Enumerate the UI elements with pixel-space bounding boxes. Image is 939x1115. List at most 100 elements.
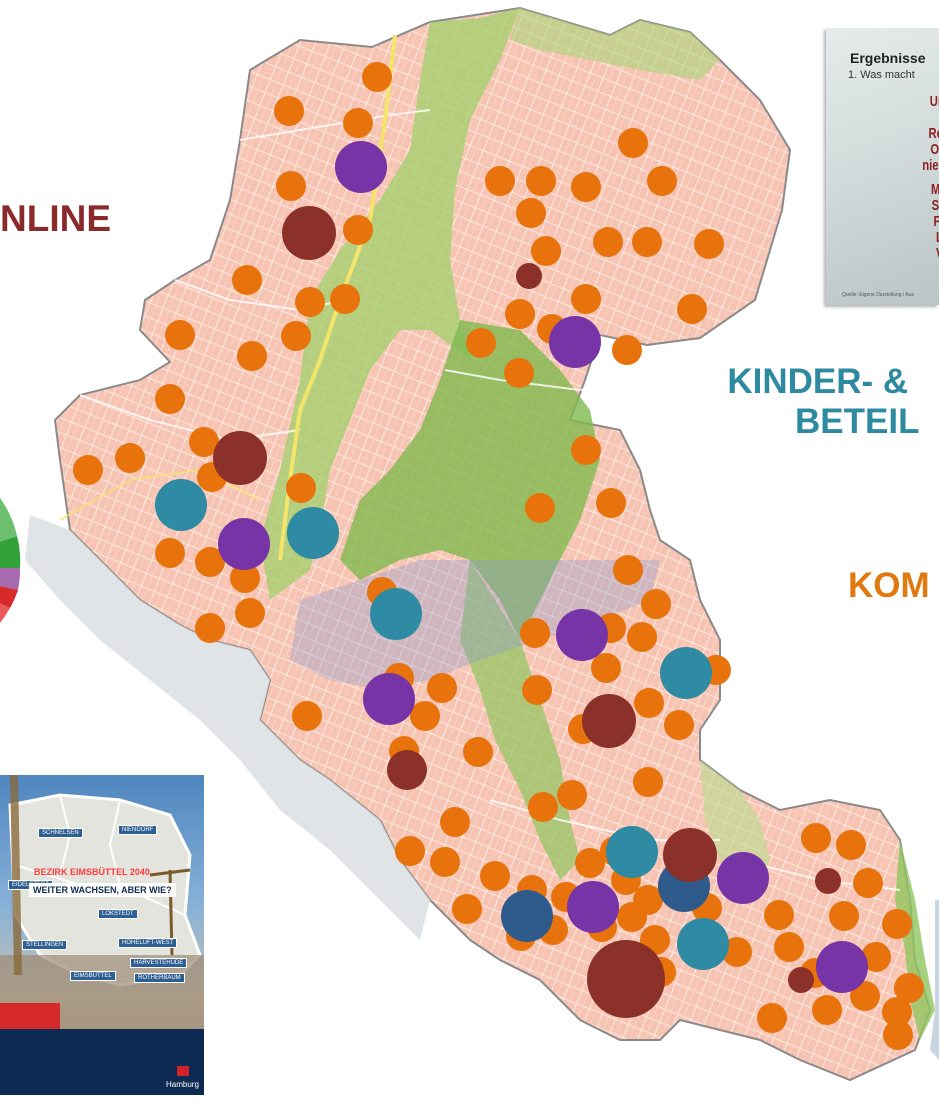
poster-term: Lokst: [861, 230, 939, 246]
participation-dot-orange: [286, 473, 316, 503]
participation-dot-orange: [882, 997, 912, 1027]
participation-dot-teal: [660, 647, 712, 699]
participation-dot-orange: [295, 287, 325, 317]
participation-dot-maroon: [282, 206, 336, 260]
participation-dot-orange: [694, 229, 724, 259]
participation-dot-orange: [801, 823, 831, 853]
participation-dot-orange: [189, 427, 219, 457]
participation-dot-orange: [343, 108, 373, 138]
participation-dot-maroon: [516, 263, 542, 289]
participation-dot-orange: [557, 780, 587, 810]
park-central: [340, 320, 600, 640]
participation-dot-orange: [774, 932, 804, 962]
participation-dot-orange: [882, 909, 912, 939]
brochure-title: BEZIRK EIMSBÜTTEL 2040: [34, 867, 150, 877]
poster-term: Ka: [861, 110, 939, 126]
participation-dot-orange: [516, 198, 546, 228]
participation-dot-orange: [571, 284, 601, 314]
participation-dot-orange: [894, 973, 924, 1003]
participation-dot-orange: [633, 767, 663, 797]
participation-dot-purple: [363, 673, 415, 725]
participation-dot-teal: [287, 507, 339, 559]
participation-dot-orange: [281, 321, 311, 351]
brochure-district-label: HOHELUFT-WEST: [118, 938, 178, 948]
poster-source: Quelle: Eigene Darstellung / Aus: [842, 292, 914, 298]
label-kinder-line1: KINDER- &: [727, 362, 909, 401]
participation-dot-orange: [647, 166, 677, 196]
large-dots-layer: [155, 141, 868, 1018]
participation-dot-orange: [627, 622, 657, 652]
poster-terms: Umwel Ka Restau Osters niedrige Mensc Sc…: [826, 94, 939, 262]
participation-dot-orange: [522, 675, 552, 705]
participation-dot-orange: [613, 555, 643, 585]
participation-dot-maroon: [663, 828, 717, 882]
participation-dot-teal: [370, 588, 422, 640]
brochure-cover: SCHNELSEN NIENDORF EIDELSTEDT LOKSTEDT S…: [0, 775, 204, 1095]
participation-dot-orange: [850, 981, 880, 1011]
poster-term: Freize: [861, 214, 939, 230]
participation-dot-orange: [612, 335, 642, 365]
poster-term: Verke: [861, 246, 939, 262]
participation-dot-orange: [757, 1003, 787, 1033]
poster-question: 1. Was macht: [848, 69, 915, 81]
participation-dot-maroon: [213, 431, 267, 485]
participation-dot-orange: [485, 166, 515, 196]
participation-dot-orange: [362, 62, 392, 92]
poster-term: niedrige: [922, 157, 939, 174]
results-poster: Ergebnisse 1. Was macht Umwel Ka Restau …: [826, 28, 939, 305]
participation-dot-orange: [722, 937, 752, 967]
brochure-district-map: [0, 775, 204, 1029]
participation-dot-orange: [853, 868, 883, 898]
participation-dot-orange: [195, 547, 225, 577]
brochure-district-label: STELLINGEN: [22, 940, 68, 950]
participation-dot-orange: [232, 265, 262, 295]
label-kom: KOM: [848, 566, 930, 605]
participation-dot-navy: [501, 890, 553, 942]
participation-dot-orange: [531, 236, 561, 266]
participation-dot-orange: [195, 613, 225, 643]
alster-water: [930, 900, 939, 1060]
park-belt: [260, 8, 520, 600]
participation-dot-orange: [274, 96, 304, 126]
main-road: [278, 34, 397, 561]
participation-dot-orange: [330, 284, 360, 314]
participation-dot-orange: [836, 830, 866, 860]
poster-term: Mensc: [861, 182, 939, 198]
participation-dot-orange: [593, 227, 623, 257]
participation-dot-orange: [632, 227, 662, 257]
participation-dot-orange: [276, 171, 306, 201]
poster-term: Schön: [931, 197, 939, 214]
participation-dot-orange: [526, 166, 556, 196]
participation-dot-purple: [816, 941, 868, 993]
poster-term: Restau: [928, 125, 939, 142]
participation-dot-orange: [115, 443, 145, 473]
participation-dot-orange: [596, 488, 626, 518]
river-area: [25, 515, 430, 940]
participation-dot-maroon: [582, 694, 636, 748]
participation-dot-orange: [812, 995, 842, 1025]
participation-dot-orange: [525, 493, 555, 523]
participation-dot-purple: [567, 881, 619, 933]
brochure-publisher: Hamburg: [166, 1080, 199, 1089]
participation-dot-orange: [764, 900, 794, 930]
brochure-district-label: LOKSTEDT: [98, 909, 138, 919]
participation-dot-orange: [505, 299, 535, 329]
participation-dot-purple: [556, 609, 608, 661]
participation-dot-purple: [335, 141, 387, 193]
label-kinder-line2: BETEIL: [795, 402, 920, 442]
secondary-road: [59, 468, 261, 521]
participation-dot-orange: [571, 435, 601, 465]
participation-dot-orange: [463, 737, 493, 767]
participation-dot-orange: [677, 294, 707, 324]
participation-dot-orange: [575, 848, 605, 878]
participation-dot-orange: [466, 328, 496, 358]
participation-dot-orange: [452, 894, 482, 924]
park-east-shore: [895, 840, 935, 1040]
poster-title: Ergebnisse: [850, 50, 926, 66]
pie-chart-fragment: [0, 498, 21, 623]
participation-dot-orange: [395, 836, 425, 866]
poster-term: Osters: [930, 141, 939, 158]
participation-dot-orange: [504, 358, 534, 388]
orange-dots-layer: [73, 62, 924, 1050]
